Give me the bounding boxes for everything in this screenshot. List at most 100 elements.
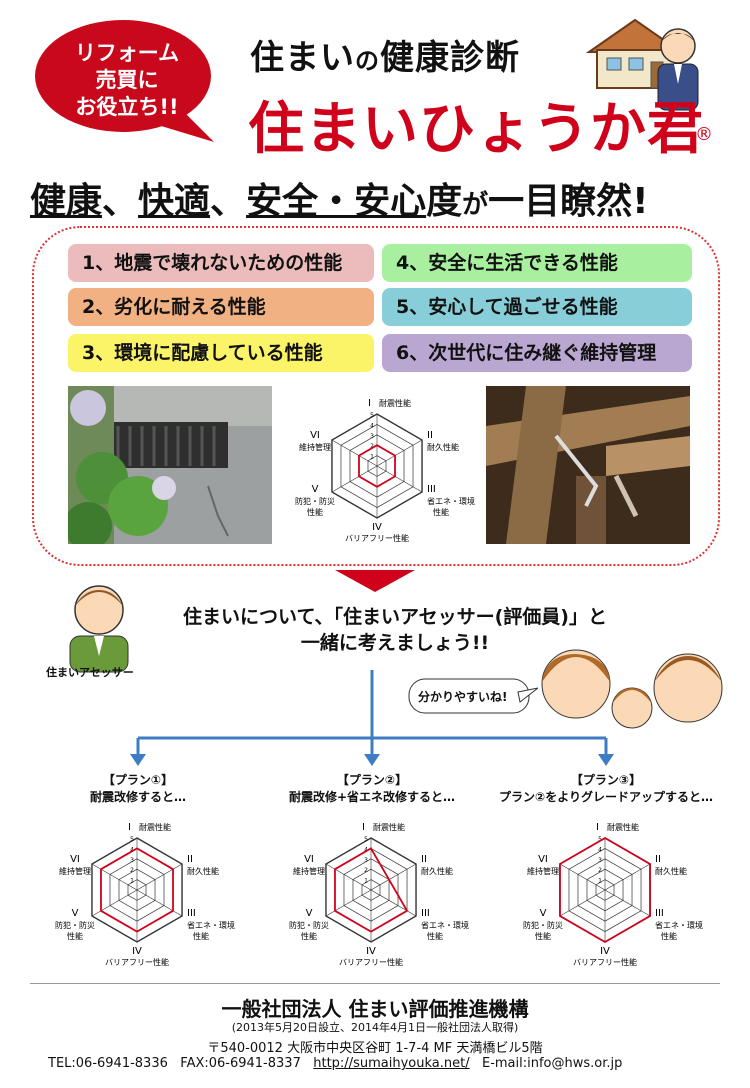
radar-axis — [91, 863, 138, 891]
axis-label-v: V — [540, 908, 547, 919]
axis-label-vi: VI — [70, 854, 80, 865]
damaged-wood-photo — [486, 386, 690, 544]
axis-label-v-text: 防犯・防災 — [523, 920, 563, 930]
radar-data-series — [334, 847, 409, 933]
tel: TEL:06-6941-8336 — [48, 1056, 168, 1071]
axis-label-v-text-2: 性能 — [301, 931, 317, 941]
performance-item-5: 5、安心して過ごせる性能 — [382, 288, 692, 326]
axis-label-i-text: 耐震性能 — [139, 822, 171, 832]
axis-label-vi: VI — [538, 854, 548, 865]
performance-item-2: 2、劣化に耐える性能 — [68, 288, 374, 326]
bubble-text: リフォーム 売買に お役立ち!! — [74, 41, 180, 119]
radar-axis — [136, 863, 183, 891]
flow-arrows — [130, 670, 614, 766]
axis-label-ii-text: 耐久性能 — [655, 866, 687, 876]
axis-label-i-text: 耐震性能 — [607, 822, 639, 832]
radar-axis — [376, 439, 423, 467]
plan-1-title: 【プラン①】耐震改修すると… — [89, 773, 186, 804]
axis-label-iv: IV — [372, 522, 382, 533]
axis-label-vi-text: 維持管理 — [293, 866, 325, 876]
website-link[interactable]: http://sumaihyouka.net/ — [313, 1056, 470, 1071]
axis-label-v: V — [312, 484, 319, 495]
radar-scale-label: 5 — [130, 836, 134, 843]
axis-label-iv: IV — [132, 946, 142, 957]
speech-text: 分かりやすいね! — [418, 690, 508, 704]
radar-axis — [376, 465, 423, 493]
registered-mark: ® — [695, 124, 713, 145]
tagline: 健康、快適、安全・安心度が一目瞭然! — [30, 181, 649, 222]
axis-label-ii: II — [421, 854, 427, 865]
brand-title: 住まいひょうか君 — [248, 97, 704, 162]
radar-data-series — [559, 836, 651, 944]
email-link[interactable]: E-mail:info@hws.or.jp — [481, 1056, 623, 1071]
radar-scale-label: 4 — [130, 846, 134, 853]
speech-balloon-icon — [408, 678, 538, 714]
radar-scale-label: 1 — [130, 878, 134, 885]
performance-item-3: 3、環境に配慮している性能 — [68, 334, 374, 372]
radar-data-series — [358, 444, 396, 488]
radar-scale-label: 5 — [370, 412, 374, 419]
radar-scale-label: 5 — [598, 836, 602, 843]
radar-axis — [604, 889, 651, 917]
axis-label-iii-text: 省エネ・環境 — [427, 496, 475, 506]
plan-3-title: 【プラン③】プラン②をよりグレードアップすると… — [499, 773, 713, 804]
radar-axis — [370, 863, 417, 891]
axis-label-iv-text: バリアフリー性能 — [339, 957, 403, 967]
radar-axis — [370, 889, 417, 917]
axis-label-vi-text: 維持管理 — [527, 866, 559, 876]
axis-label-iv-text: バリアフリー性能 — [573, 957, 637, 967]
axis-label-iii-text: 省エネ・環境 — [187, 920, 235, 930]
performance-panel: 1、地震で壊れないための性能 2、劣化に耐える性能 3、環境に配慮している性能 … — [32, 226, 720, 566]
performance-item-1: 1、地震で壊れないための性能 — [68, 244, 374, 282]
axis-label-iv-text: バリアフリー性能 — [105, 957, 169, 967]
axis-label-i: I — [596, 822, 599, 833]
radar-axis — [559, 863, 606, 891]
radar-axis — [604, 863, 651, 891]
radar-axis — [331, 465, 378, 493]
radar-scale-label: 4 — [370, 422, 374, 429]
contact-line: TEL:06-6941-8336 FAX:06-6941-8337 http:/… — [48, 1056, 622, 1071]
axis-label-v: V — [72, 908, 79, 919]
axis-label-iii: III — [421, 908, 430, 919]
radar-axis — [91, 889, 138, 917]
radar-scale-label: 3 — [370, 433, 374, 440]
axis-label-ii: II — [655, 854, 661, 865]
axis-label-iii-text-2: 性能 — [193, 931, 209, 941]
axis-label-i: I — [362, 822, 365, 833]
axis-label-iii-text-2: 性能 — [427, 931, 443, 941]
axis-label-iii-text: 省エネ・環境 — [421, 920, 469, 930]
axis-label-iii-text: 省エネ・環境 — [655, 920, 703, 930]
axis-label-ii-text: 耐久性能 — [187, 866, 219, 876]
radar-scale-label: 1 — [370, 454, 374, 461]
radar-scale-label: 2 — [364, 867, 368, 874]
performance-item-4: 4、安全に生活できる性能 — [382, 244, 692, 282]
radar-scale-label: 3 — [130, 857, 134, 864]
fax: FAX:06-6941-8337 — [180, 1056, 301, 1071]
radar-scale-label: 4 — [598, 846, 602, 853]
family-icon — [541, 649, 723, 729]
axis-label-iv: IV — [600, 946, 610, 957]
man-icon — [657, 28, 699, 111]
axis-label-iii: III — [187, 908, 196, 919]
assessor-label: 住まいアセッサー — [46, 666, 134, 679]
axis-label-i: I — [128, 822, 131, 833]
axis-label-vi-text: 維持管理 — [59, 866, 91, 876]
axis-label-v-text-2: 性能 — [67, 931, 83, 941]
radar-scale-label: 2 — [130, 867, 134, 874]
axis-label-ii-text: 耐久性能 — [421, 866, 453, 876]
axis-label-iii-text-2: 性能 — [661, 931, 677, 941]
radar-scale-label: 2 — [370, 443, 374, 450]
axis-label-v-text-2: 性能 — [535, 931, 551, 941]
speech-bubble-icon — [35, 20, 214, 142]
radar-axis — [559, 889, 606, 917]
radar-scale-label: 3 — [598, 857, 602, 864]
axis-label-ii-text: 耐久性能 — [427, 442, 459, 452]
radar-scale-label: 1 — [598, 878, 602, 885]
assessor-avatar — [69, 585, 129, 673]
axis-label-iii: III — [655, 908, 664, 919]
